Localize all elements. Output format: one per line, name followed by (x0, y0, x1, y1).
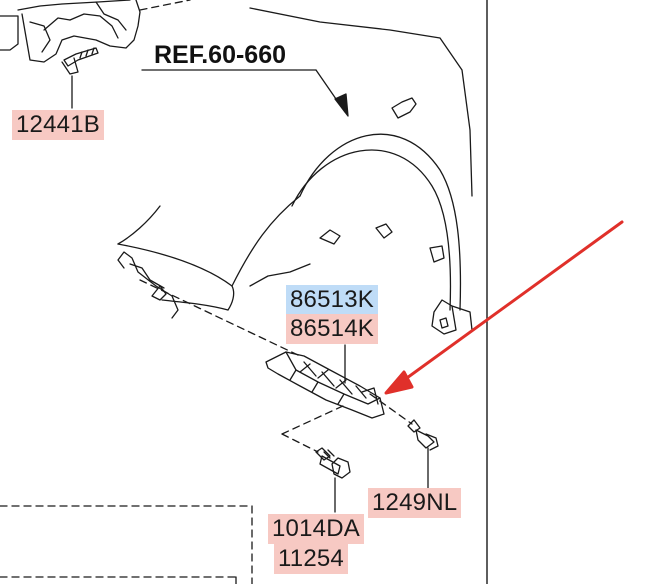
dashed-leaders (0, 279, 413, 584)
part-label-86514k[interactable]: 86514K (286, 314, 378, 344)
bolt-12441b-drawing (61, 47, 99, 109)
top-bracket-part (0, 0, 191, 63)
bolt-1014da-drawing (315, 447, 351, 513)
part-label-86513k[interactable]: 86513K (286, 285, 378, 315)
screw-1249nl-drawing (407, 419, 439, 489)
red-annotation-arrow (384, 220, 624, 395)
part-label-11254[interactable]: 11254 (274, 544, 348, 574)
part-label-12441b[interactable]: 12441B (12, 110, 104, 140)
fender-panel (117, 7, 473, 335)
part-label-1249nl[interactable]: 1249NL (368, 488, 462, 518)
mounting-bracket-drawing (265, 344, 385, 419)
part-label-1014da[interactable]: 1014DA (268, 514, 364, 544)
ref-pointer (141, 69, 349, 117)
reference-label: REF.60-660 (154, 41, 287, 69)
